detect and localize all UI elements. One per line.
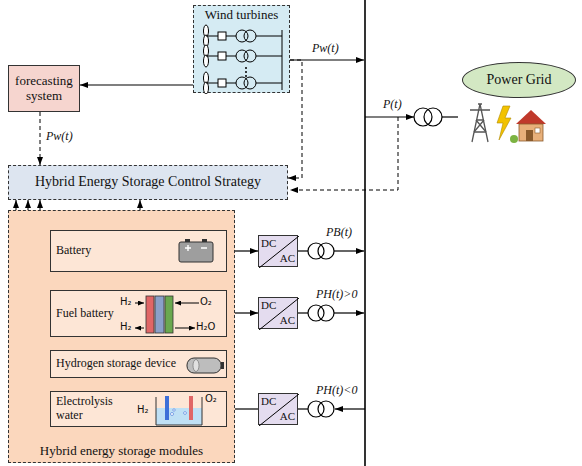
converter-label: DC (261, 395, 276, 408)
converter-label: DC (261, 299, 276, 312)
node-label: Hybrid Energy Storage Control Strategy (35, 174, 261, 190)
converter-box: DC AC (258, 393, 298, 425)
control-box: Hybrid Energy Storage Control Strategy (8, 165, 288, 200)
grid-link (442, 116, 458, 117)
control-signal (40, 112, 41, 165)
grid-ellipse: Power Grid (462, 62, 576, 98)
converter-label: AC (280, 252, 295, 265)
chemical-label: H₂ (120, 296, 132, 307)
module-box: Battery (50, 230, 227, 272)
converter-label: AC (280, 314, 295, 327)
node-label: Power Grid (487, 72, 552, 88)
node-label: Wind turbines (205, 8, 279, 23)
node-label: Fuel battery (56, 307, 114, 321)
node-label: Electrolysis water (56, 395, 128, 423)
signal-label: Pw(t) (312, 42, 339, 55)
chemical-label: H₂ (120, 321, 132, 332)
converter-transformers (298, 243, 365, 417)
converter-label: DC (261, 237, 276, 250)
converter-box: DC AC (258, 235, 298, 267)
transformer-symbol (414, 108, 442, 126)
chemical-label: H₂O (196, 321, 215, 332)
node-label: Battery (56, 244, 91, 258)
signal-label: PH(t)>0 (316, 288, 357, 301)
control-signal (288, 60, 302, 178)
bus-bar (364, 0, 366, 466)
grid-power-line (365, 116, 414, 117)
power-flow (80, 84, 193, 85)
node-label: Hydrogen storage device (56, 357, 176, 371)
signal-label: P(t) (383, 98, 402, 111)
grid-icons (470, 104, 546, 143)
process-box: forecasting system (8, 65, 80, 112)
signal-label: PH(t)<0 (316, 384, 357, 397)
chemical-label: O₂ (200, 296, 212, 307)
module-box: Hydrogen storage device (50, 350, 227, 378)
signal-label: Pw(t) (46, 130, 73, 143)
node-label: Hybrid energy storage modules (40, 444, 203, 459)
group-box: Wind turbines (193, 5, 290, 93)
converter-box: DC AC (258, 297, 298, 329)
chemical-label: O₂ (205, 393, 217, 404)
wind-power-line (290, 59, 364, 60)
chemical-label: H₂ (137, 404, 149, 415)
node-label: forecasting system (13, 74, 75, 104)
signal-label: PB(t) (326, 226, 352, 239)
group-region: Hybrid energy storage modules Battery Fu… (8, 210, 235, 463)
measurement-line (290, 117, 398, 190)
converter-label: AC (280, 410, 295, 423)
